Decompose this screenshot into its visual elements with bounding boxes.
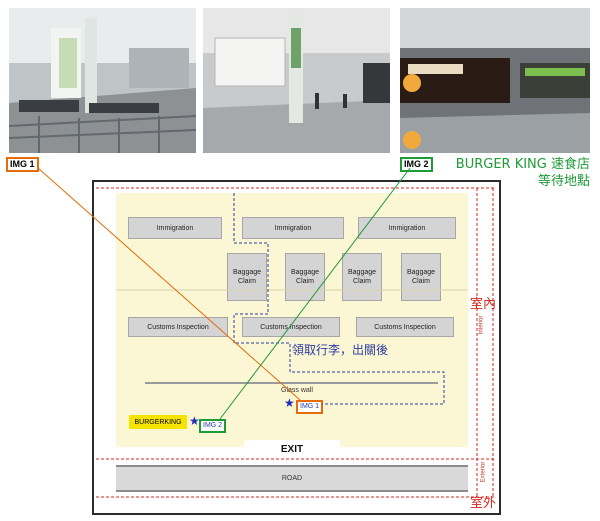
immigration-box: Immigration: [128, 217, 222, 239]
glass-wall-label: Glass wall: [281, 387, 313, 394]
immigration-box: Immigration: [358, 217, 456, 239]
caption-line2: 等待地點: [537, 174, 590, 189]
img2-star-marker: ★: [189, 414, 200, 428]
burgerking-caption: BURGER KING 速食店 等待地點: [420, 156, 590, 190]
customs-inspection-box: Customs Inspection: [128, 317, 228, 337]
interior-label: Interior: [478, 315, 485, 335]
immigration-box: Immigration: [242, 217, 344, 239]
baggage-claim-box: Baggage Claim: [227, 253, 267, 301]
baggage-claim-box: Baggage Claim: [285, 253, 325, 301]
baggage-claim-box: Baggage Claim: [342, 253, 382, 301]
exterior-label: Exterior: [480, 461, 487, 483]
indoor-label: 室內: [470, 297, 497, 312]
customs-inspection-box: Customs Inspection: [242, 317, 340, 337]
road-label: ROAD: [116, 466, 468, 491]
route-note: 領取行李，出關後: [292, 343, 389, 357]
caption-line1: BURGER KING 速食店: [455, 157, 590, 172]
photo-hall: [203, 8, 390, 153]
img1-marker: IMG 1: [296, 400, 324, 414]
img2-marker: IMG 2: [199, 419, 227, 433]
photo-img2: [400, 8, 590, 153]
outdoor-label: 室外: [470, 496, 497, 511]
photo-img1: [9, 8, 196, 153]
img1-star-marker: ★: [284, 396, 295, 410]
baggage-claim-box: Baggage Claim: [401, 253, 441, 301]
burgerking-label: BURGERKING: [129, 415, 187, 429]
img1-photo-tag: IMG 1: [6, 157, 39, 172]
customs-inspection-box: Customs Inspection: [356, 317, 454, 337]
exit-label: EXIT: [244, 440, 340, 458]
